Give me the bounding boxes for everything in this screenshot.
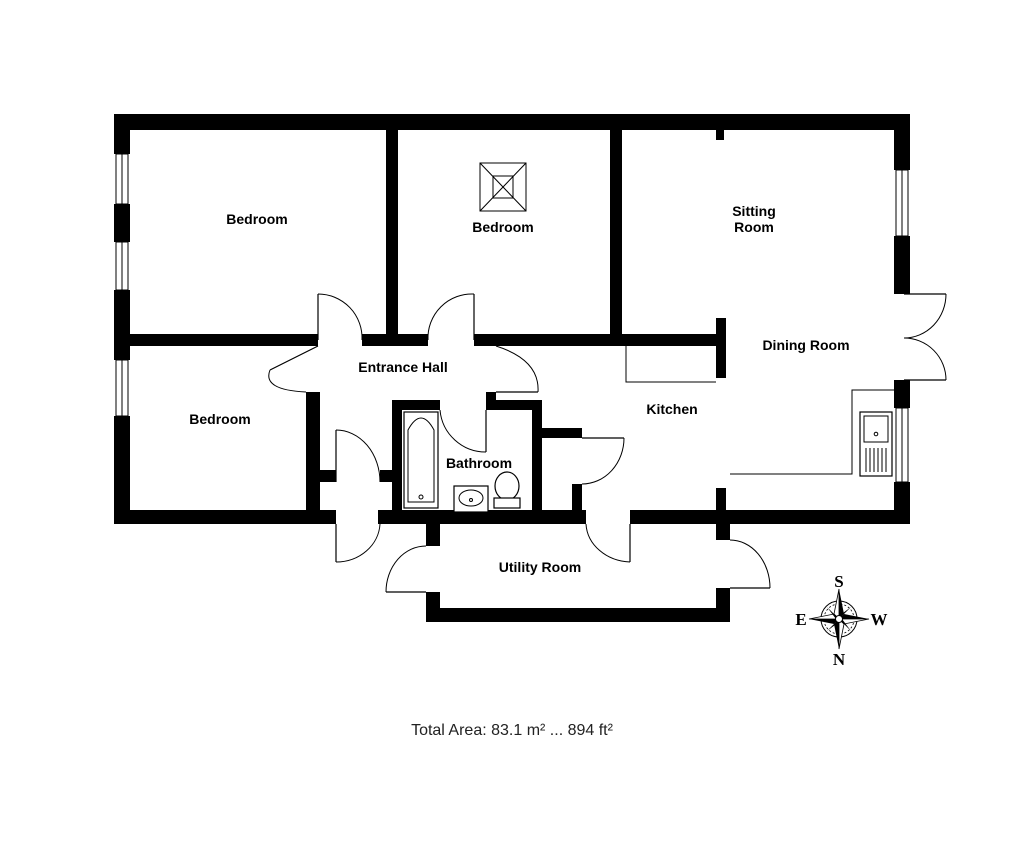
compass-letter-right: W — [871, 610, 888, 629]
compass-letter-bottom: N — [833, 650, 846, 669]
wall-bed2-sitting — [610, 114, 622, 338]
room-label-bedroom-3: Bedroom — [189, 411, 250, 427]
east-wall-lower — [894, 380, 910, 408]
wall-bed1-hall-left — [114, 334, 318, 346]
wall-bed2-hall — [474, 334, 622, 346]
toilet-icon — [493, 471, 521, 509]
room-label-sitting-1: Sitting — [732, 203, 776, 219]
room-label-kitchen: Kitchen — [646, 401, 697, 417]
sink-icon — [859, 411, 893, 477]
bath-panel — [455, 511, 525, 517]
room-label-bedroom-1: Bedroom — [226, 211, 287, 227]
compass-letter-left: E — [795, 610, 806, 629]
west-wall-mid2 — [114, 290, 130, 360]
wall-bed1-bed2 — [386, 114, 398, 338]
west-wall-upper — [114, 114, 130, 154]
door-bedroom-1 — [268, 293, 363, 393]
room-label-sitting-2: Room — [734, 219, 774, 235]
wall-sitting-stub — [716, 128, 724, 140]
wall-bath-east — [532, 400, 542, 524]
door-utility-east — [729, 539, 771, 589]
west-wall-mid1 — [114, 204, 130, 242]
wall-bed2-kitchen — [610, 334, 724, 346]
south-wall-right — [630, 510, 910, 524]
wall-bed3-hall — [306, 392, 320, 524]
room-label-bathroom: Bathroom — [446, 455, 512, 471]
west-wall-lower — [114, 416, 130, 524]
room-label-utility: Utility Room — [499, 559, 581, 575]
wall-bath-top-right — [486, 400, 542, 410]
windows — [115, 153, 909, 483]
interior-walls — [114, 114, 730, 622]
total-area-caption: Total Area: 83.1 m² ... 894 ft² — [0, 722, 1024, 740]
door-hall-kitchen — [495, 345, 539, 393]
door-bedroom-2 — [427, 293, 475, 341]
east-wall-top — [894, 114, 910, 170]
window-bedroom-1-lower — [115, 241, 129, 291]
partitions — [625, 346, 896, 475]
wall-hall-stub — [314, 470, 336, 482]
basin-icon — [453, 485, 489, 513]
total-area-text: Total Area: 83.1 m² ... 894 ft² — [411, 722, 613, 739]
wall-bath-stub — [486, 392, 496, 410]
fixtures — [403, 162, 893, 517]
utility-west-lower — [426, 592, 440, 622]
door-kitchen-utility — [581, 437, 631, 563]
wall-utility-door-top — [540, 428, 582, 438]
wall-kitchen-south-stub — [716, 488, 726, 524]
south-wall-left — [114, 510, 336, 524]
wall-bed1-hall-right — [362, 334, 428, 346]
window-sitting-room — [895, 169, 909, 237]
window-kitchen — [895, 407, 909, 483]
door-dining-french — [903, 293, 947, 381]
window-bedroom-3 — [115, 359, 129, 417]
skylight-icon — [479, 162, 527, 212]
room-labels: Bedroom Bedroom Bedroom Sitting Room Din… — [189, 203, 849, 575]
room-label-dining: Dining Room — [762, 337, 849, 353]
kitchen-counter-line — [625, 346, 716, 383]
east-wall-bottom — [894, 482, 910, 524]
door-bathroom — [439, 409, 487, 453]
kitchen-worktop — [730, 389, 896, 475]
doors — [268, 293, 947, 593]
window-bedroom-1-upper — [115, 153, 129, 205]
utility-east-upper — [716, 510, 730, 540]
room-label-bedroom-2: Bedroom — [472, 219, 533, 235]
north-wall — [114, 114, 910, 130]
room-label-entrance-hall: Entrance Hall — [358, 359, 447, 375]
bathtub-icon — [403, 411, 439, 509]
compass-letter-top: S — [834, 572, 843, 591]
wall-bath-west — [392, 400, 402, 524]
east-wall-mid — [894, 236, 910, 294]
utility-east-lower — [716, 588, 730, 622]
wall-utility-stub — [572, 484, 582, 524]
compass-icon: S E W N — [795, 572, 887, 669]
utility-south-wall — [426, 608, 730, 622]
utility-west-stub — [426, 510, 440, 546]
wall-bath-top-left — [392, 400, 440, 410]
wall-sitting-dining — [716, 318, 726, 378]
door-utility-west — [385, 545, 427, 593]
wall-hall-stub-2 — [380, 470, 394, 482]
door-front — [335, 429, 381, 563]
